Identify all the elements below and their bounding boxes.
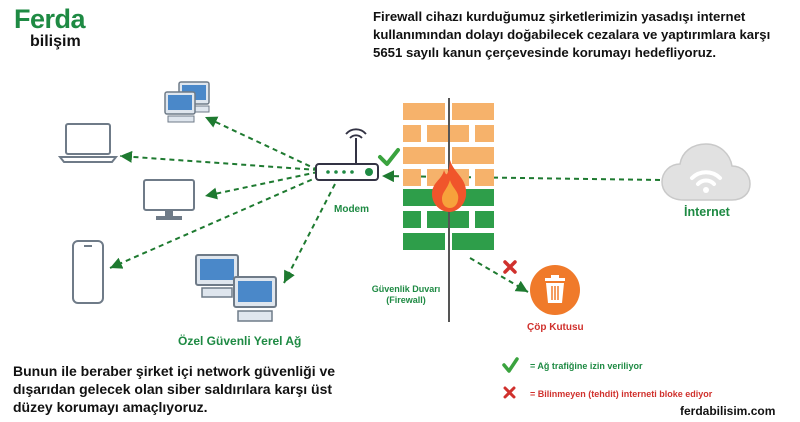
trash-icon xyxy=(530,265,580,315)
cross-icon xyxy=(503,260,517,274)
link-to-monitor xyxy=(204,171,319,200)
internet-label: İnternet xyxy=(684,205,730,219)
link-to-laptop xyxy=(119,150,319,171)
modem-label: Modem xyxy=(334,204,369,215)
router-icon xyxy=(315,128,379,181)
trash-label: Çöp Kutusu xyxy=(527,322,584,333)
header-note: Firewall cihazı kurduğumuz şirketlerimiz… xyxy=(373,9,771,60)
legend-check-icon xyxy=(502,357,519,373)
link-to-lan xyxy=(283,183,336,284)
phone-icon xyxy=(72,240,104,304)
link-to-desktop-pair xyxy=(204,116,319,171)
cloud-wifi-icon xyxy=(661,143,751,201)
firewall-label-line1: Güvenlik Duvarı xyxy=(371,284,441,294)
link-to-trash xyxy=(469,257,529,293)
logo-brand: Ferda xyxy=(14,4,86,34)
legend-cross-icon xyxy=(503,386,516,399)
link-internet-to-modem xyxy=(381,170,661,183)
lan-label: Özel Güvenli Yerel Ağ xyxy=(178,334,302,348)
monitor-icon xyxy=(143,179,195,220)
firewall-label: Güvenlik Duvarı (Firewall) xyxy=(366,284,446,306)
firewall-label-line2: (Firewall) xyxy=(386,295,426,305)
link-to-phone xyxy=(109,175,321,269)
website-label: ferdabilisim.com xyxy=(680,404,776,418)
desktop-pair-large-icon xyxy=(195,254,277,322)
connection-lines xyxy=(109,116,661,293)
legend-block-text: = Bilinmeyen (tehdit) interneti bloke ed… xyxy=(530,389,713,399)
legend-allow-text: = Ağ trafiğine izin veriliyor xyxy=(530,361,643,371)
desktop-pair-icon xyxy=(164,81,210,123)
footer-note: Bunun ile beraber şirket içi network güv… xyxy=(13,363,336,415)
flame-icon xyxy=(432,160,467,212)
laptop-icon xyxy=(57,123,119,163)
logo-subtitle: bilişim xyxy=(30,33,81,50)
check-icon xyxy=(378,148,400,166)
